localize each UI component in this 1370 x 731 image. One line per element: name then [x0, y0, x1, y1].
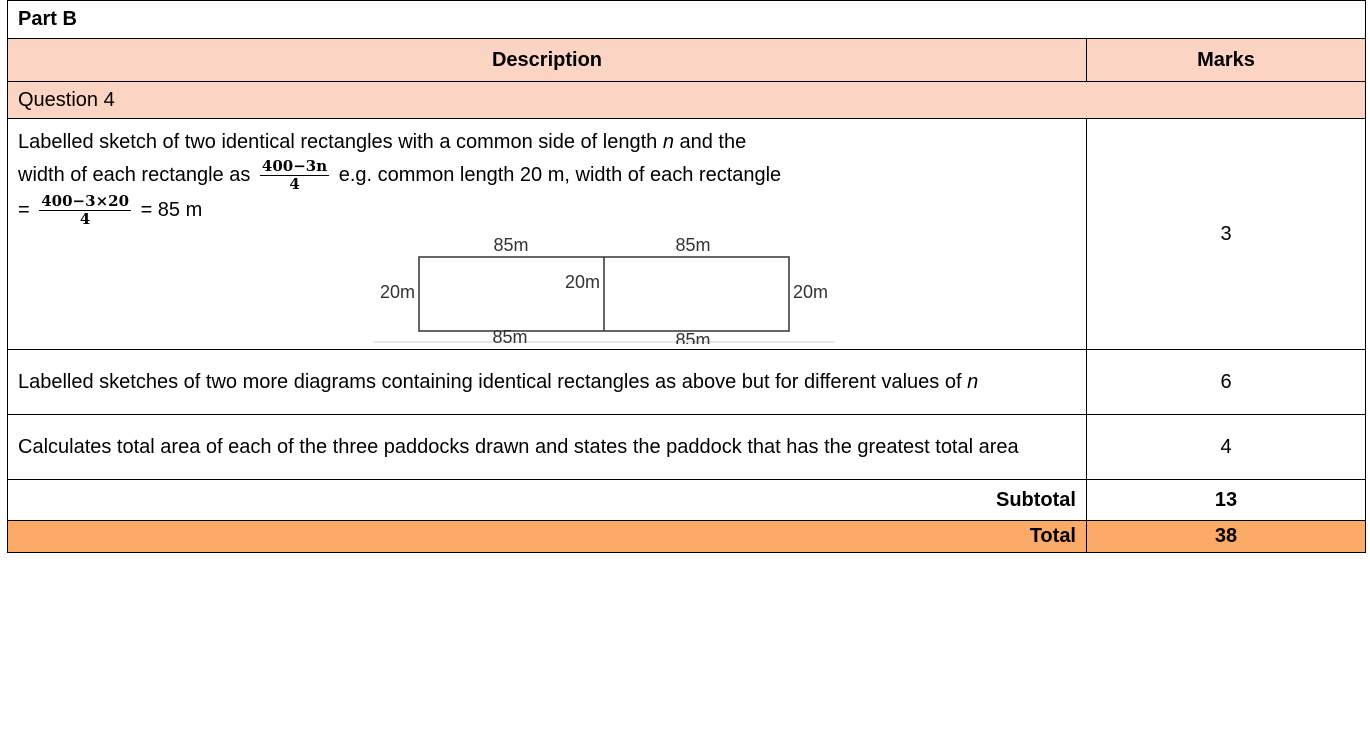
- criterion-2-marks: 6: [1086, 349, 1366, 415]
- question-label: Question 4: [7, 81, 1366, 119]
- label-right: 20m: [793, 282, 828, 302]
- criterion-1-description: Labelled sketch of two identical rectang…: [7, 118, 1087, 350]
- total-value: 38: [1086, 520, 1366, 553]
- criterion-1-line3-post: = 85 m: [135, 198, 203, 221]
- criterion-1-line3-pre: =: [18, 198, 36, 221]
- label-bottom-right: 85m: [675, 330, 710, 344]
- criterion-1-line1-post: and the: [673, 131, 747, 153]
- criterion-row-1: Labelled sketch of two identical rectang…: [7, 118, 1366, 350]
- fraction-numerator: 400−3×20: [39, 192, 132, 211]
- label-left: 20m: [380, 282, 415, 302]
- criterion-2-description: Labelled sketches of two more diagrams c…: [7, 349, 1087, 415]
- part-title-row: Part B: [7, 0, 1366, 39]
- criterion-2-text: Labelled sketches of two more diagrams c…: [18, 371, 968, 393]
- marks-header: Marks: [1086, 38, 1366, 82]
- description-header: Description: [7, 38, 1087, 82]
- total-label: Total: [7, 520, 1087, 553]
- part-title: Part B: [7, 0, 1366, 39]
- variable-n: n: [662, 131, 674, 153]
- criterion-1-marks: 3: [1086, 118, 1366, 350]
- criterion-row-3: Calculates total area of each of the thr…: [7, 414, 1366, 480]
- criterion-1-line2-pre: width of each rectangle as: [18, 163, 256, 186]
- variable-n: n: [967, 371, 979, 393]
- criterion-row-2: Labelled sketches of two more diagrams c…: [7, 349, 1366, 415]
- header-row: Description Marks: [7, 38, 1366, 82]
- criterion-1-line2-post: e.g. common length 20 m, width of each r…: [333, 163, 782, 186]
- criterion-1-line1-pre: Labelled sketch of two identical rectang…: [18, 131, 663, 153]
- subtotal-value: 13: [1086, 479, 1366, 521]
- marking-table: Part B Description Marks Question 4 Labe…: [7, 0, 1366, 553]
- rectangles-sketch: 85m 85m 20m 20m 20m 85m 85m: [373, 235, 835, 344]
- total-row: Total 38: [7, 520, 1366, 553]
- label-top-right: 85m: [675, 235, 710, 255]
- label-bottom-left: 85m: [492, 327, 527, 344]
- label-top-left: 85m: [493, 235, 528, 255]
- subtotal-row: Subtotal 13: [7, 479, 1366, 521]
- subtotal-label: Subtotal: [7, 479, 1087, 521]
- criterion-3-marks: 4: [1086, 414, 1366, 480]
- question-row: Question 4: [7, 81, 1366, 119]
- fraction-denominator: 4: [289, 175, 300, 193]
- fraction-numerator: 400−3n: [259, 157, 330, 176]
- label-middle: 20m: [565, 272, 600, 292]
- fraction-denominator: 4: [79, 210, 91, 228]
- criterion-3-description: Calculates total area of each of the thr…: [7, 414, 1087, 480]
